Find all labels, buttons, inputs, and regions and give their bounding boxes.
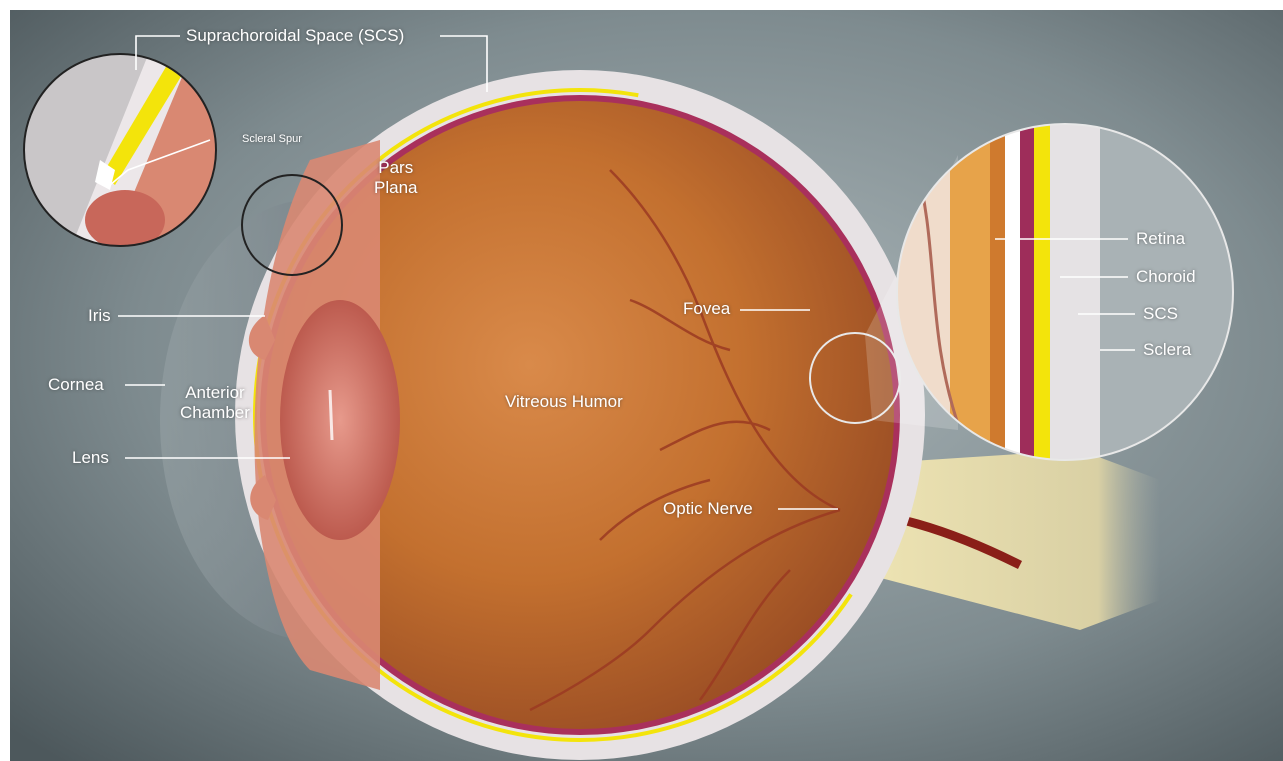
label-cornea: Cornea	[48, 375, 104, 395]
label-suprachoroidal-space: Suprachoroidal Space (SCS)	[186, 26, 404, 46]
label-pars-plana: Pars Plana	[374, 158, 417, 198]
label-scleral-spur: Scleral Spur	[242, 133, 302, 146]
lens-highlight	[330, 390, 332, 440]
label-iris: Iris	[88, 306, 111, 326]
label-choroid: Choroid	[1136, 267, 1196, 287]
label-retina: Retina	[1136, 229, 1185, 249]
label-sclera: Sclera	[1143, 340, 1191, 360]
label-anterior-chamber: Anterior Chamber	[180, 383, 250, 423]
lens-shape	[280, 300, 400, 540]
label-scs: SCS	[1143, 304, 1178, 324]
eye-anatomy-diagram: Suprachoroidal Space (SCS) Scleral Spur …	[10, 10, 1283, 761]
label-fovea: Fovea	[683, 299, 730, 319]
label-vitreous-humor: Vitreous Humor	[505, 392, 623, 412]
label-lens: Lens	[72, 448, 109, 468]
label-optic-nerve: Optic Nerve	[663, 499, 753, 519]
